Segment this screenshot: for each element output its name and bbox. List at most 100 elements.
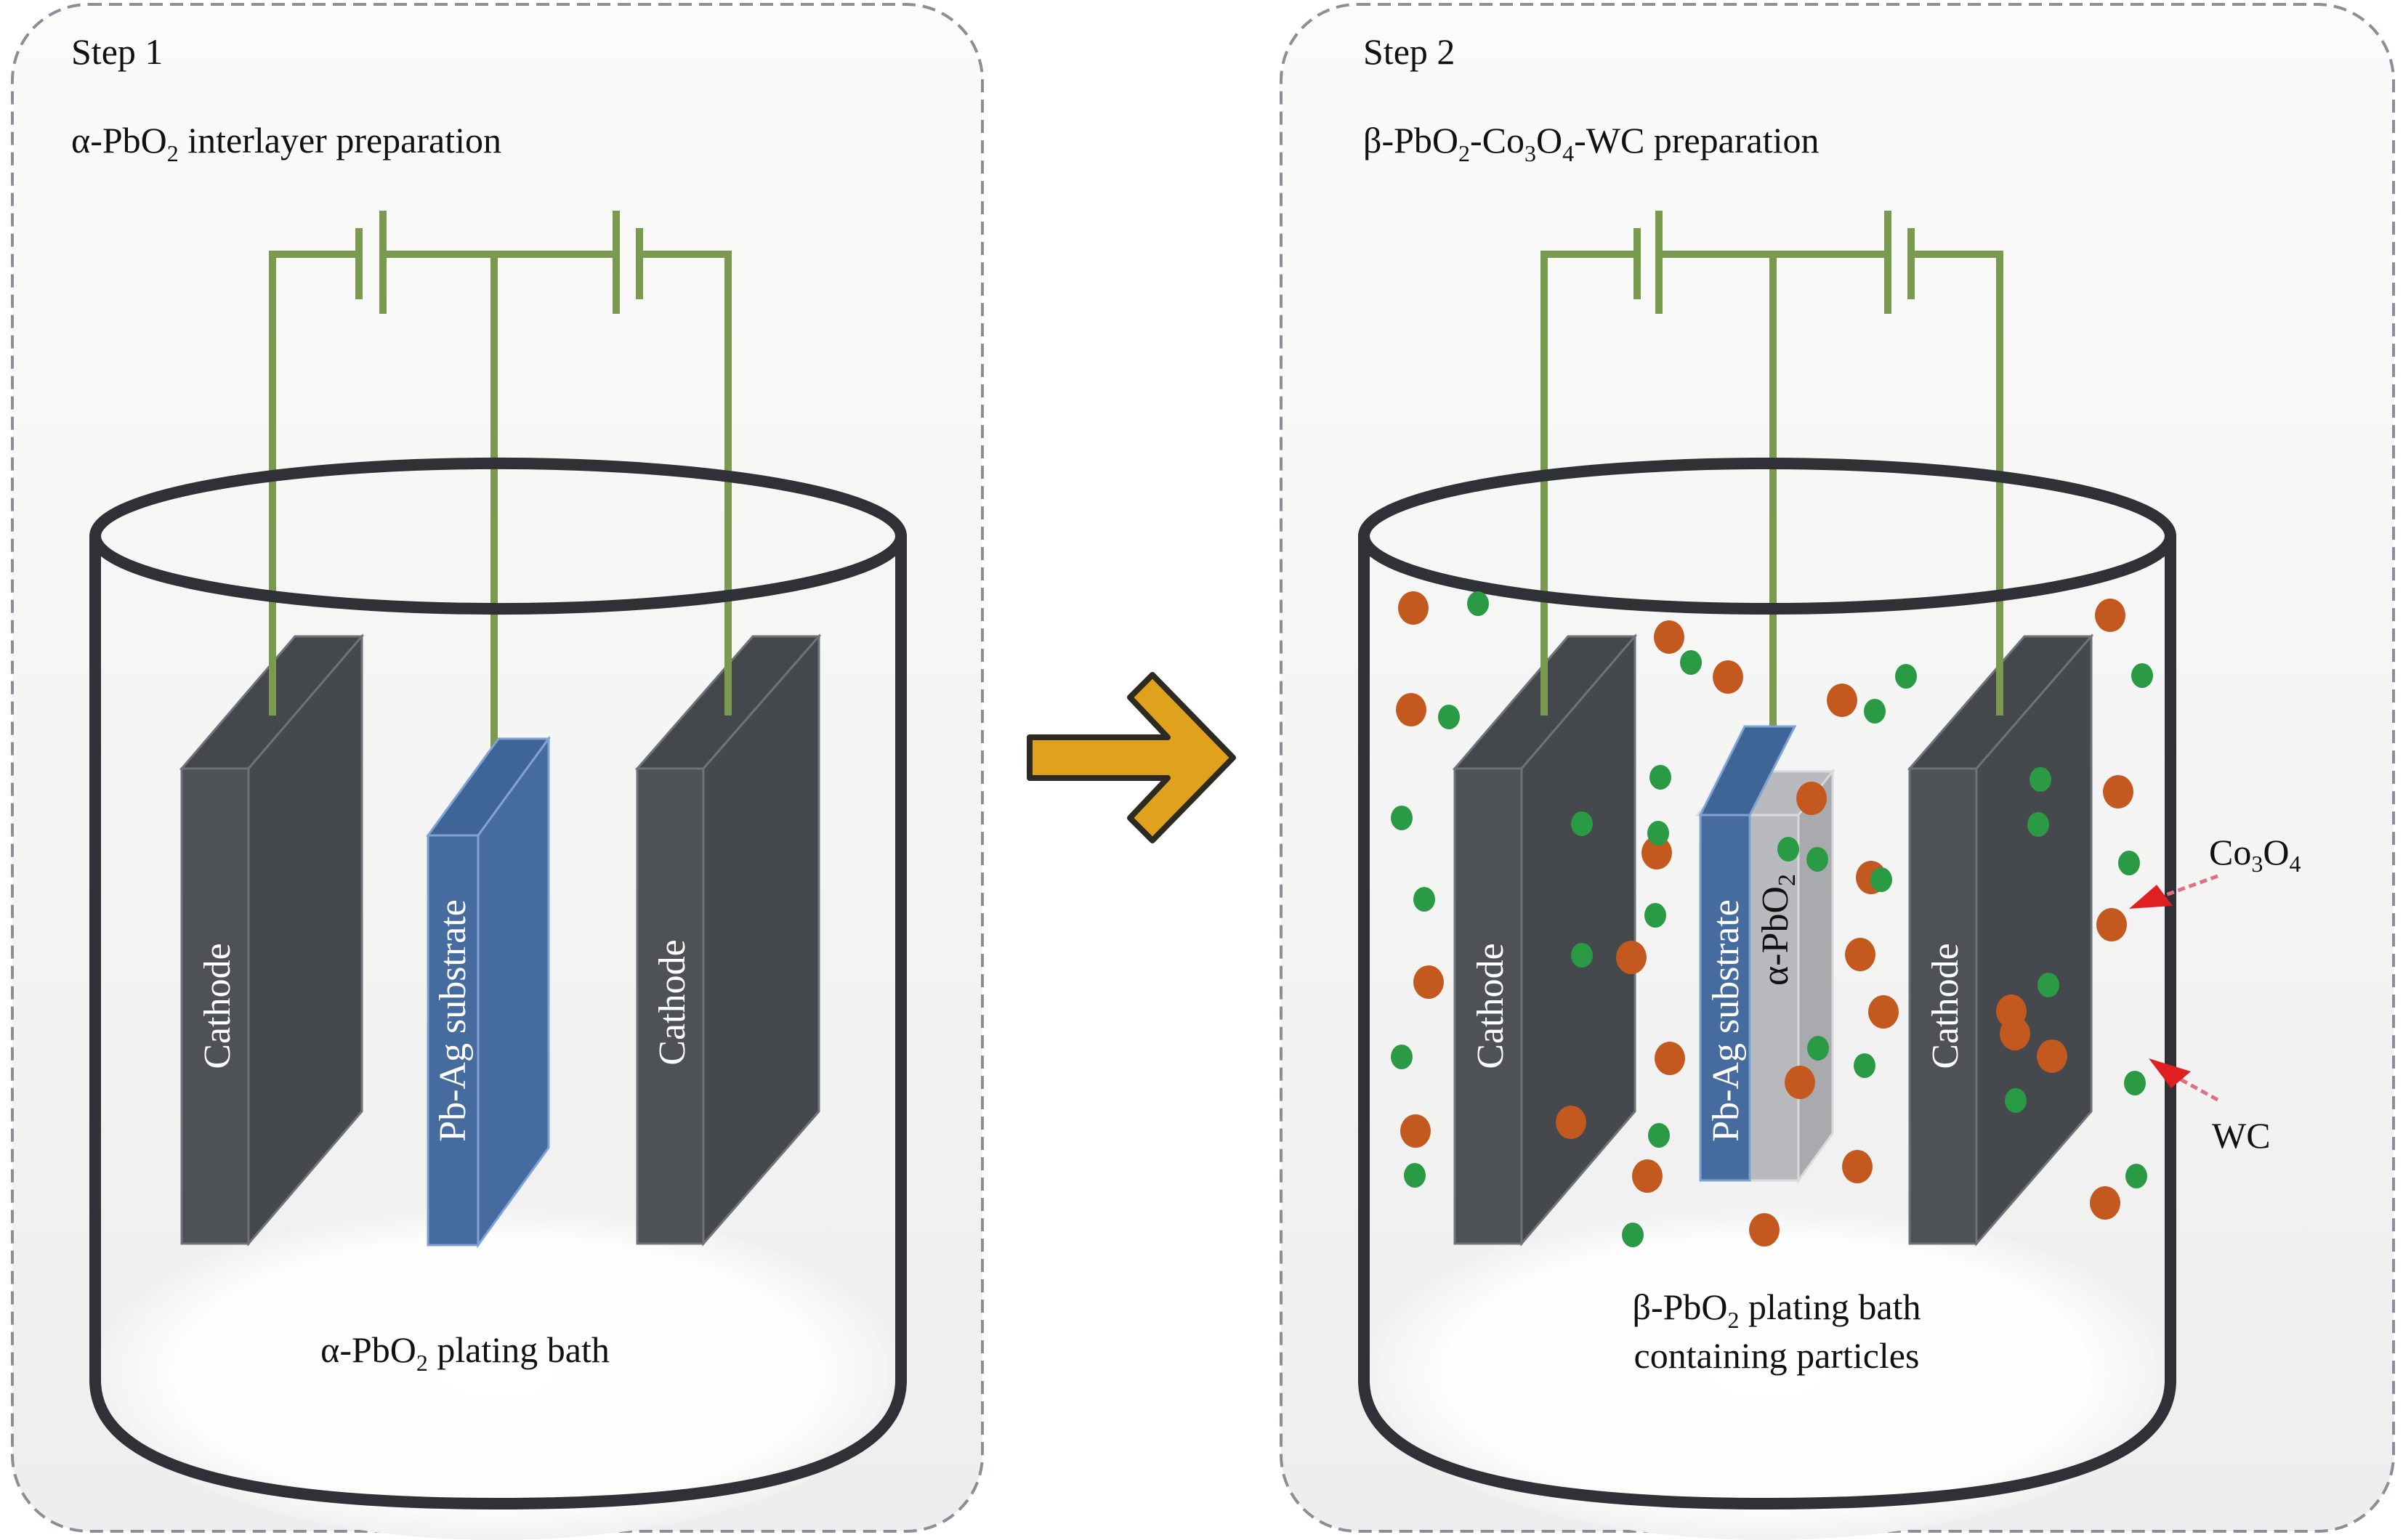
co3o4-particle xyxy=(1641,836,1672,870)
wc-pointer-icon xyxy=(2149,1058,2191,1088)
wc-particle xyxy=(1807,1036,1829,1061)
wc-particle xyxy=(2037,973,2059,997)
co3o4-particle xyxy=(2095,599,2125,632)
wc-particle xyxy=(1571,811,1593,836)
co3o4-pointer-icon xyxy=(2129,885,2173,909)
wc-particle xyxy=(1644,903,1666,928)
step2-bath-label-line1: β-PbO2 plating bath xyxy=(1633,1286,1921,1333)
step2-particles xyxy=(1391,591,2153,1247)
wc-callout: WC xyxy=(2149,1058,2271,1156)
wc-particle xyxy=(1649,765,1671,790)
wc-particle xyxy=(1413,887,1435,912)
step1-beaker-rim-front xyxy=(89,535,907,615)
step1-wire-left xyxy=(269,251,359,716)
wc-particle xyxy=(1622,1223,1644,1247)
step1-cathode-left: Cathode xyxy=(179,633,365,1247)
co3o4-callout: Co3O4 xyxy=(2129,832,2301,909)
co3o4-particle xyxy=(1616,941,1647,974)
step1-cathode-left-label: Cathode xyxy=(197,943,238,1069)
co3o4-particle xyxy=(1654,620,1684,654)
step1-substrate-label: Pb-Ag substrate xyxy=(432,899,474,1142)
co3o4-particle xyxy=(1827,684,1857,717)
step1-substrate: Pb-Ag substrate xyxy=(426,735,551,1249)
co3o4-particle xyxy=(1868,995,1899,1029)
wc-particle xyxy=(2030,767,2051,792)
wc-particle xyxy=(1854,1053,1875,1078)
step1-power-circuit xyxy=(269,211,732,748)
step1-beaker-rim-back xyxy=(89,457,907,537)
step2-cathode-right-label: Cathode xyxy=(1925,943,1966,1069)
step2-cathode-left-label: Cathode xyxy=(1470,943,1511,1069)
wc-particle xyxy=(2027,812,2049,837)
wc-particle xyxy=(1391,1045,1413,1069)
wc-particle xyxy=(2131,663,2153,688)
wc-particle xyxy=(1806,847,1828,872)
step2-alpha-layer-label: α-PbO2 xyxy=(1755,874,1801,986)
co3o4-particle xyxy=(2090,1186,2120,1220)
wc-particle xyxy=(1647,821,1669,846)
step2-bath-label-line2: containing particles xyxy=(1634,1335,1920,1376)
co3o4-label: Co3O4 xyxy=(2209,832,2301,877)
step2-substrate-label: Pb-Ag substrate xyxy=(1705,899,1747,1142)
step2-wire-right xyxy=(1911,251,2003,716)
step2-beaker-rim-front xyxy=(1358,535,2176,615)
wc-particle xyxy=(1571,943,1593,968)
step2-alpha-layer xyxy=(1748,814,1800,1182)
step1-label: Step 1 xyxy=(71,31,163,72)
step2-power-circuit xyxy=(1540,211,2003,748)
co3o4-particle xyxy=(1845,938,1875,971)
step1-panel: Step 1 α-PbO2 interlayer preparation xyxy=(11,3,984,1540)
wc-particle xyxy=(1438,705,1460,729)
wc-particle xyxy=(2005,1088,2027,1113)
step1-cathode-right-label: Cathode xyxy=(652,939,693,1065)
wc-particle xyxy=(1648,1123,1670,1148)
co3o4-particle xyxy=(1398,591,1429,625)
wc-particle xyxy=(1467,591,1489,616)
co3o4-particle xyxy=(1713,660,1743,694)
step2-title: β-PbO2-Co3O4-WC preparation xyxy=(1363,120,1819,166)
co3o4-particle xyxy=(1785,1066,1815,1099)
wc-particle xyxy=(2118,851,2140,875)
co3o4-particle xyxy=(1556,1106,1586,1139)
co3o4-particle xyxy=(1996,994,2027,1028)
step1-bath-floor xyxy=(94,1206,901,1540)
wc-particle xyxy=(1680,650,1702,675)
wc-label: WC xyxy=(2212,1115,2271,1156)
step2-beaker xyxy=(1358,458,2176,1510)
step2-beaker-walls xyxy=(1358,536,2176,1510)
right-arrow-icon xyxy=(1027,672,1236,843)
co3o4-particle xyxy=(1396,693,1426,726)
wc-particle xyxy=(2125,1164,2147,1188)
step2-cathode-right: Cathode xyxy=(1907,633,2094,1247)
wc-particle xyxy=(1777,837,1799,862)
step1-beaker-walls xyxy=(89,536,907,1510)
step1-beaker xyxy=(89,457,907,1510)
wc-particle xyxy=(2124,1071,2146,1095)
step1-title: α-PbO2 interlayer preparation xyxy=(71,120,501,166)
step2-label: Step 2 xyxy=(1363,31,1455,72)
co3o4-particle xyxy=(2037,1040,2067,1073)
wc-particle xyxy=(1391,806,1413,830)
wc-particle xyxy=(1404,1163,1426,1188)
co3o4-particle xyxy=(1632,1159,1663,1193)
co3o4-particle xyxy=(1796,782,1827,815)
co3o4-particle xyxy=(2096,908,2127,941)
step1-bath-label: α-PbO2 plating bath xyxy=(320,1329,610,1376)
wc-particle xyxy=(1870,867,1892,892)
co3o4-particle xyxy=(1655,1042,1685,1075)
co3o4-particle xyxy=(1749,1213,1780,1247)
wc-particle xyxy=(1864,699,1886,724)
step2-panel: Step 2 β-PbO2-Co3O4-WC preparation xyxy=(1280,3,2395,1540)
step2-wire-left xyxy=(1540,251,1637,716)
step2-bath-floor xyxy=(1364,1206,2170,1540)
step1-wire-right xyxy=(639,251,732,716)
step2-substrate: Pb-Ag substrate α-PbO2 xyxy=(1695,725,1835,1184)
step2-cathode-left: Cathode xyxy=(1452,633,1638,1247)
co3o4-particle xyxy=(1400,1114,1431,1148)
step1-cathode-right: Cathode xyxy=(634,633,822,1247)
co3o4-particle xyxy=(1842,1150,1873,1183)
co3o4-particle xyxy=(2103,775,2133,808)
step2-beaker-rim-back xyxy=(1358,458,2176,537)
co3o4-particle xyxy=(1413,965,1444,999)
